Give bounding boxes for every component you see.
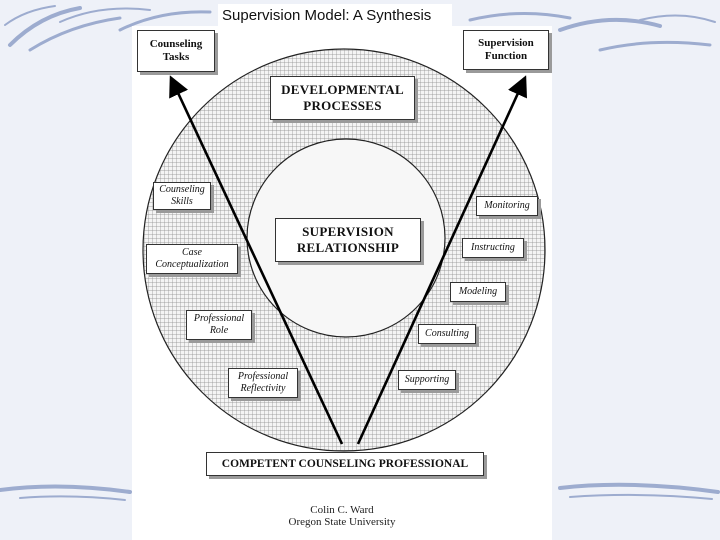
function-consulting: Consulting [418, 324, 476, 344]
slide-title: Supervision Model: A Synthesis [218, 4, 452, 32]
arrow-to-supervision-function [356, 75, 527, 445]
credit-author: Colin C. Ward [310, 504, 374, 516]
function-supporting: Supporting [398, 370, 456, 390]
function-monitoring: Monitoring [476, 196, 538, 216]
competent-counseling-professional-box: COMPETENT COUNSELING PROFESSIONAL [206, 452, 484, 476]
credit: Colin C. Ward Oregon State University [132, 504, 552, 528]
credit-institution: Oregon State University [288, 516, 396, 528]
function-modeling: Modeling [450, 282, 506, 302]
arrow-to-counseling-tasks [169, 75, 344, 445]
function-instructing: Instructing [462, 238, 524, 258]
